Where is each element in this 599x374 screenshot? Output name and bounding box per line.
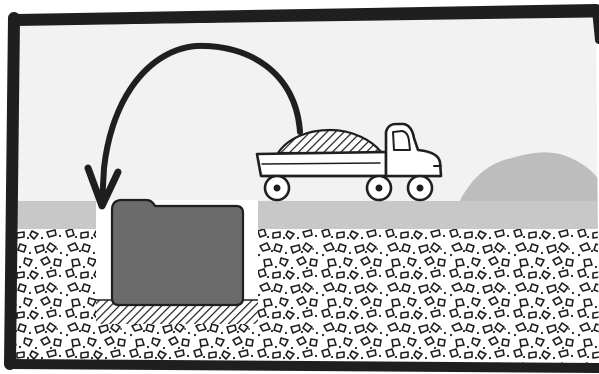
gravel-subsoil	[0, 229, 599, 374]
folder-icon	[112, 200, 243, 305]
ground-surface	[0, 201, 599, 229]
